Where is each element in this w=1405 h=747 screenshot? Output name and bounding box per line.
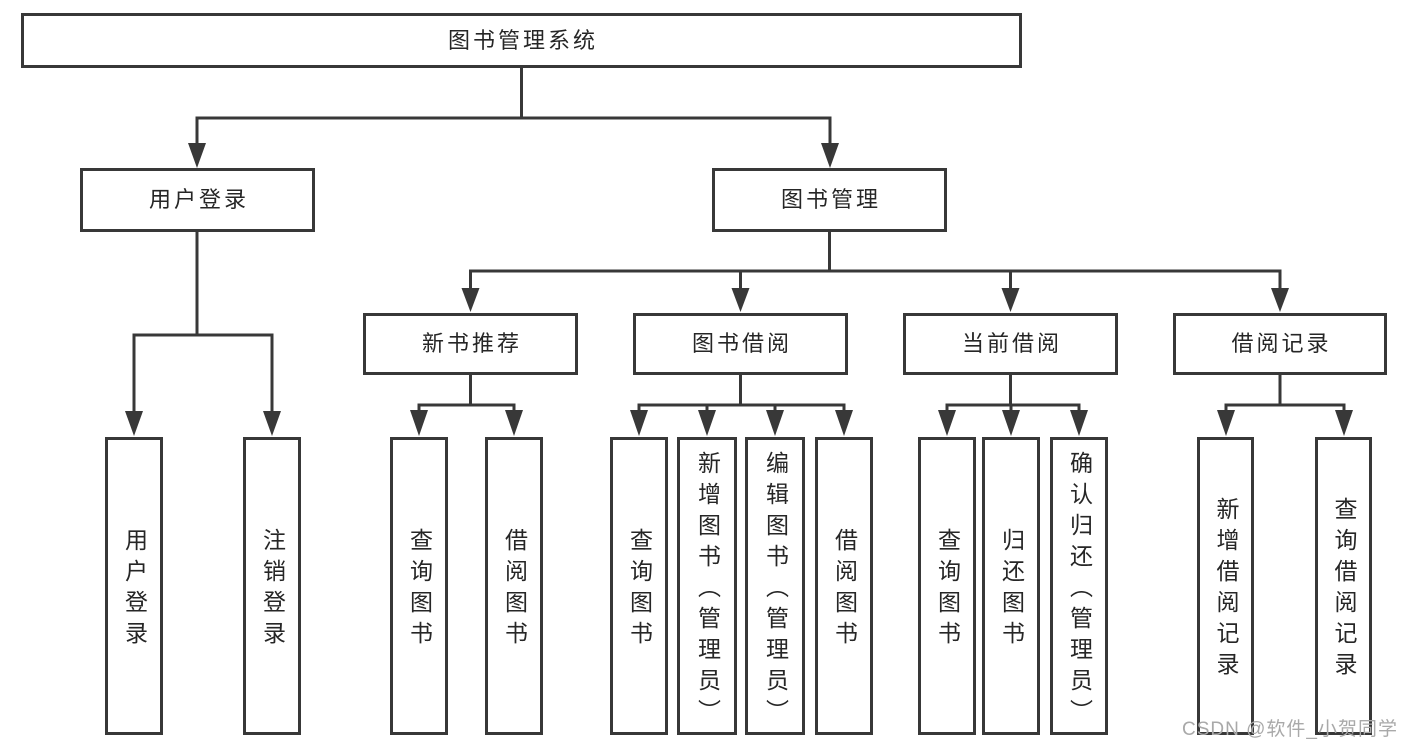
leaf-borrow-books: 借阅图书 xyxy=(815,437,873,735)
leaf-borrow-books-label: 借阅图书 xyxy=(831,528,858,652)
node-current-borrow: 当前借阅 xyxy=(903,313,1118,375)
leaf-query-books-borrow: 查询图书 xyxy=(610,437,668,735)
node-book-borrow: 图书借阅 xyxy=(633,313,848,375)
node-borrow-records: 借阅记录 xyxy=(1173,313,1387,375)
node-book-borrow-label: 图书借阅 xyxy=(691,331,792,356)
leaf-return-books-label: 归还图书 xyxy=(998,528,1025,652)
leaf-edit-books-admin-label: 编辑图书（管理员） xyxy=(762,450,789,730)
leaf-add-borrow-record-label: 新增借阅记录 xyxy=(1213,497,1239,683)
node-user-login: 用户登录 xyxy=(80,168,315,232)
leaf-borrow-books-recommend-label: 借阅图书 xyxy=(501,528,528,652)
leaf-add-borrow-record: 新增借阅记录 xyxy=(1197,437,1254,735)
leaf-query-books-recommend-label: 查询图书 xyxy=(406,528,433,652)
node-book-management-label: 图书管理 xyxy=(780,187,881,212)
node-root: 图书管理系统 xyxy=(21,13,1022,68)
leaf-query-books-current-label: 查询图书 xyxy=(934,528,961,652)
node-new-book-recommend: 新书推荐 xyxy=(363,313,578,375)
leaf-edit-books-admin: 编辑图书（管理员） xyxy=(745,437,805,735)
node-book-management: 图书管理 xyxy=(712,168,947,232)
leaf-user-login-label: 用户登录 xyxy=(121,528,148,652)
node-new-book-recommend-label: 新书推荐 xyxy=(421,331,522,356)
watermark: CSDN @软件_小贺同学 xyxy=(1182,719,1398,740)
leaf-query-books-current: 查询图书 xyxy=(918,437,976,735)
leaf-query-borrow-record-label: 查询借阅记录 xyxy=(1331,497,1357,683)
leaf-add-books-admin: 新增图书（管理员） xyxy=(677,437,737,735)
leaf-add-books-admin-label: 新增图书（管理员） xyxy=(694,450,721,730)
node-current-borrow-label: 当前借阅 xyxy=(961,331,1062,356)
leaf-query-books-recommend: 查询图书 xyxy=(390,437,448,735)
leaf-return-books: 归还图书 xyxy=(982,437,1040,735)
leaf-logout-login: 注销登录 xyxy=(243,437,301,735)
leaf-confirm-return-admin: 确认归还（管理员） xyxy=(1050,437,1108,735)
leaf-confirm-return-admin-label: 确认归还（管理员） xyxy=(1066,450,1093,730)
leaf-query-books-borrow-label: 查询图书 xyxy=(626,528,653,652)
leaf-borrow-books-recommend: 借阅图书 xyxy=(485,437,543,735)
node-borrow-records-label: 借阅记录 xyxy=(1231,331,1332,356)
node-user-login-label: 用户登录 xyxy=(148,187,249,212)
leaf-logout-login-label: 注销登录 xyxy=(259,528,286,652)
leaf-user-login: 用户登录 xyxy=(105,437,163,735)
node-root-label: 图书管理系统 xyxy=(447,27,598,53)
leaf-query-borrow-record: 查询借阅记录 xyxy=(1315,437,1372,735)
